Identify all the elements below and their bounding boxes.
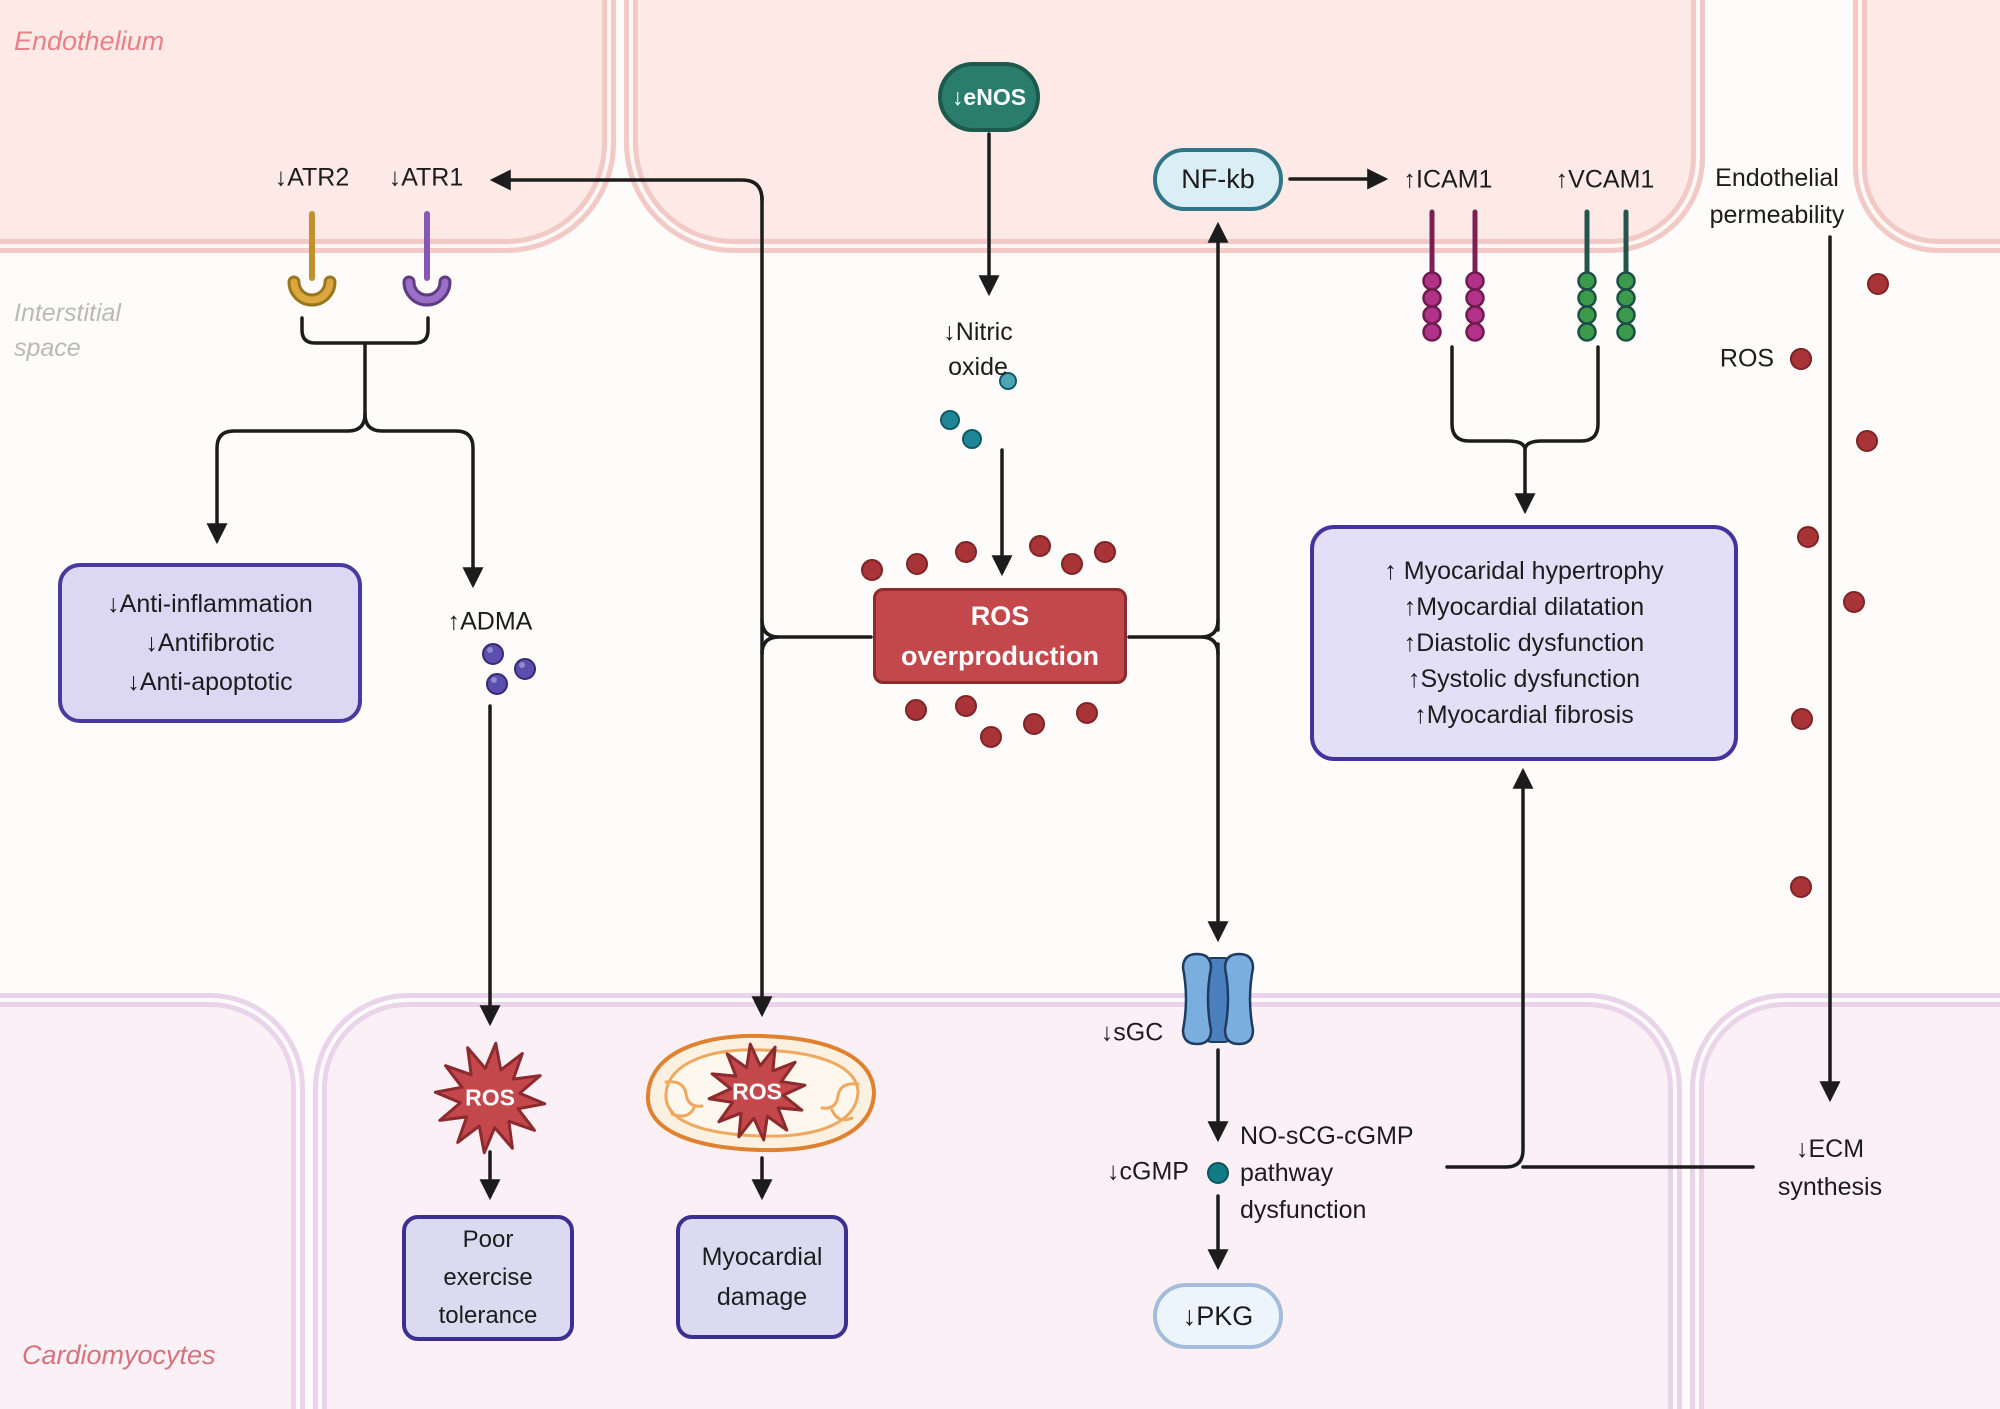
cgmp-label: ↓cGMP (1107, 1157, 1189, 1186)
cardiomyocyte-cell-left (0, 993, 305, 1409)
endothelial-cell-left (0, 0, 616, 253)
bracket-atr-receptors (300, 316, 430, 416)
nitric-line1: ↓Nitric (943, 318, 1013, 346)
arrow-fork-to-anti-box (206, 412, 367, 545)
pathway-line3: dysfunction (1240, 1196, 1367, 1224)
interstitial-line1: Interstitial (14, 299, 121, 327)
arrow-fork-to-adma (363, 412, 484, 589)
arrow-pathway-to-outcomes (1445, 767, 1534, 1169)
line-rosbox-right-stub (1127, 618, 1220, 656)
ros-star-left-label: ROS (465, 1084, 515, 1111)
perm-line1: Endothelial (1715, 164, 1839, 192)
sgc-label: ↓sGC (1100, 1018, 1164, 1047)
pkg-pill: ↓PKG (1153, 1283, 1283, 1349)
outcomes-line5: ↑Myocardial fibrosis (1414, 701, 1634, 729)
anti-line3: ↓Anti-apoptotic (127, 667, 293, 696)
outcomes-line4: ↑Systolic dysfunction (1407, 665, 1641, 693)
endothelial-cell-middle (624, 0, 1705, 253)
ros-box-line1: ROS (970, 601, 1030, 631)
perm-line2: permeability (1709, 201, 1845, 229)
ecm-line2: synthesis (1777, 1173, 1883, 1201)
ecm-line1: ↓ECM (1795, 1135, 1865, 1163)
atr2-receptor-icon (287, 211, 337, 307)
atr2-label: ↓ATR2 (274, 163, 350, 192)
outcomes-line1: ↑ Myocaridal hypertrophy (1384, 557, 1664, 585)
nfkb-pill: NF-kb (1153, 148, 1283, 211)
region-label-interstitial: Interstitial space (14, 296, 121, 366)
ros-box-line2: overproduction (900, 641, 1099, 671)
icam1-label: ↑ICAM1 (1403, 165, 1493, 194)
adma-molecules (482, 643, 536, 695)
poor-line2: exercise (443, 1264, 533, 1291)
outcomes-line3: ↑Diastolic dysfunction (1403, 629, 1645, 657)
damage-line2: damage (716, 1283, 808, 1311)
ros-starburst-icon (433, 1041, 547, 1155)
nitric-oxide-molecules (940, 372, 1017, 449)
region-label-cardiomyocytes: Cardiomyocytes (22, 1340, 216, 1370)
vcam1-label: ↑VCAM1 (1555, 165, 1655, 194)
endothelial-cell-right (1853, 0, 2000, 253)
anti-effects-box: ↓Anti-inflammation ↓Antifibrotic ↓Anti-a… (58, 563, 362, 723)
endothelial-permeability-label: Endothelial permeability (1710, 160, 1845, 234)
line-rosbox-left-stub (760, 618, 873, 656)
icam1-receptor-icon (1422, 209, 1485, 342)
ros-starburst-mito-icon (707, 1042, 807, 1142)
outcomes-line2: ↑Myocardial dilatation (1403, 593, 1645, 621)
arrow-ros-to-atr1 (489, 169, 764, 202)
anti-line2: ↓Antifibrotic (145, 628, 275, 657)
pathway-dysfunction-label: NO-sCG-cGMP pathway dysfunction (1240, 1118, 1414, 1229)
ros-overproduction-box: ROS overproduction (873, 588, 1127, 684)
damage-line1: Myocardial (701, 1243, 823, 1271)
atr1-label: ↓ATR1 (388, 163, 464, 192)
ros-molecules-center (861, 535, 1116, 748)
myocardial-damage-box: Myocardial damage (676, 1215, 848, 1339)
poor-line3: tolerance (438, 1302, 538, 1329)
cardiomyocyte-cell-right (1690, 993, 2000, 1409)
vcam1-receptor-icon (1577, 209, 1636, 342)
cgmp-molecule (1207, 1162, 1229, 1184)
enos-pill: ↓eNOS (938, 62, 1040, 132)
sgc-channel-icon (1181, 952, 1255, 1046)
anti-line1: ↓Anti-inflammation (107, 589, 313, 618)
ros-side-label: ROS (1719, 344, 1775, 373)
region-label-endothelium: Endothelium (14, 26, 165, 56)
ecm-synthesis-label: ↓ECM synthesis (1778, 1130, 1882, 1206)
ros-side-label-dot (1790, 348, 1812, 370)
mitochondria-icon (645, 1033, 877, 1153)
poor-exercise-tolerance-box: Poor exercise tolerance (402, 1215, 574, 1341)
interstitial-line2: space (14, 334, 81, 362)
pathway-line1: NO-sCG-cGMP (1240, 1122, 1414, 1150)
nitric-oxide-label: ↓Nitric oxide (943, 315, 1012, 385)
pathway-line2: pathway (1240, 1159, 1334, 1187)
ros-star-mito-label: ROS (732, 1078, 782, 1105)
adma-label: ↑ADMA (447, 607, 533, 636)
cardiac-outcomes-box: ↑ Myocaridal hypertrophy ↑Myocardial dil… (1310, 525, 1738, 761)
nfkb-text: NF-kb (1181, 164, 1255, 194)
bracket-icam-vcam (1450, 345, 1600, 510)
pkg-text: ↓PKG (1182, 1300, 1254, 1331)
enos-text: ↓eNOS (951, 83, 1027, 110)
poor-line1: Poor (462, 1226, 514, 1253)
atr1-receptor-icon (402, 211, 452, 307)
nitric-line2: oxide (948, 353, 1008, 381)
